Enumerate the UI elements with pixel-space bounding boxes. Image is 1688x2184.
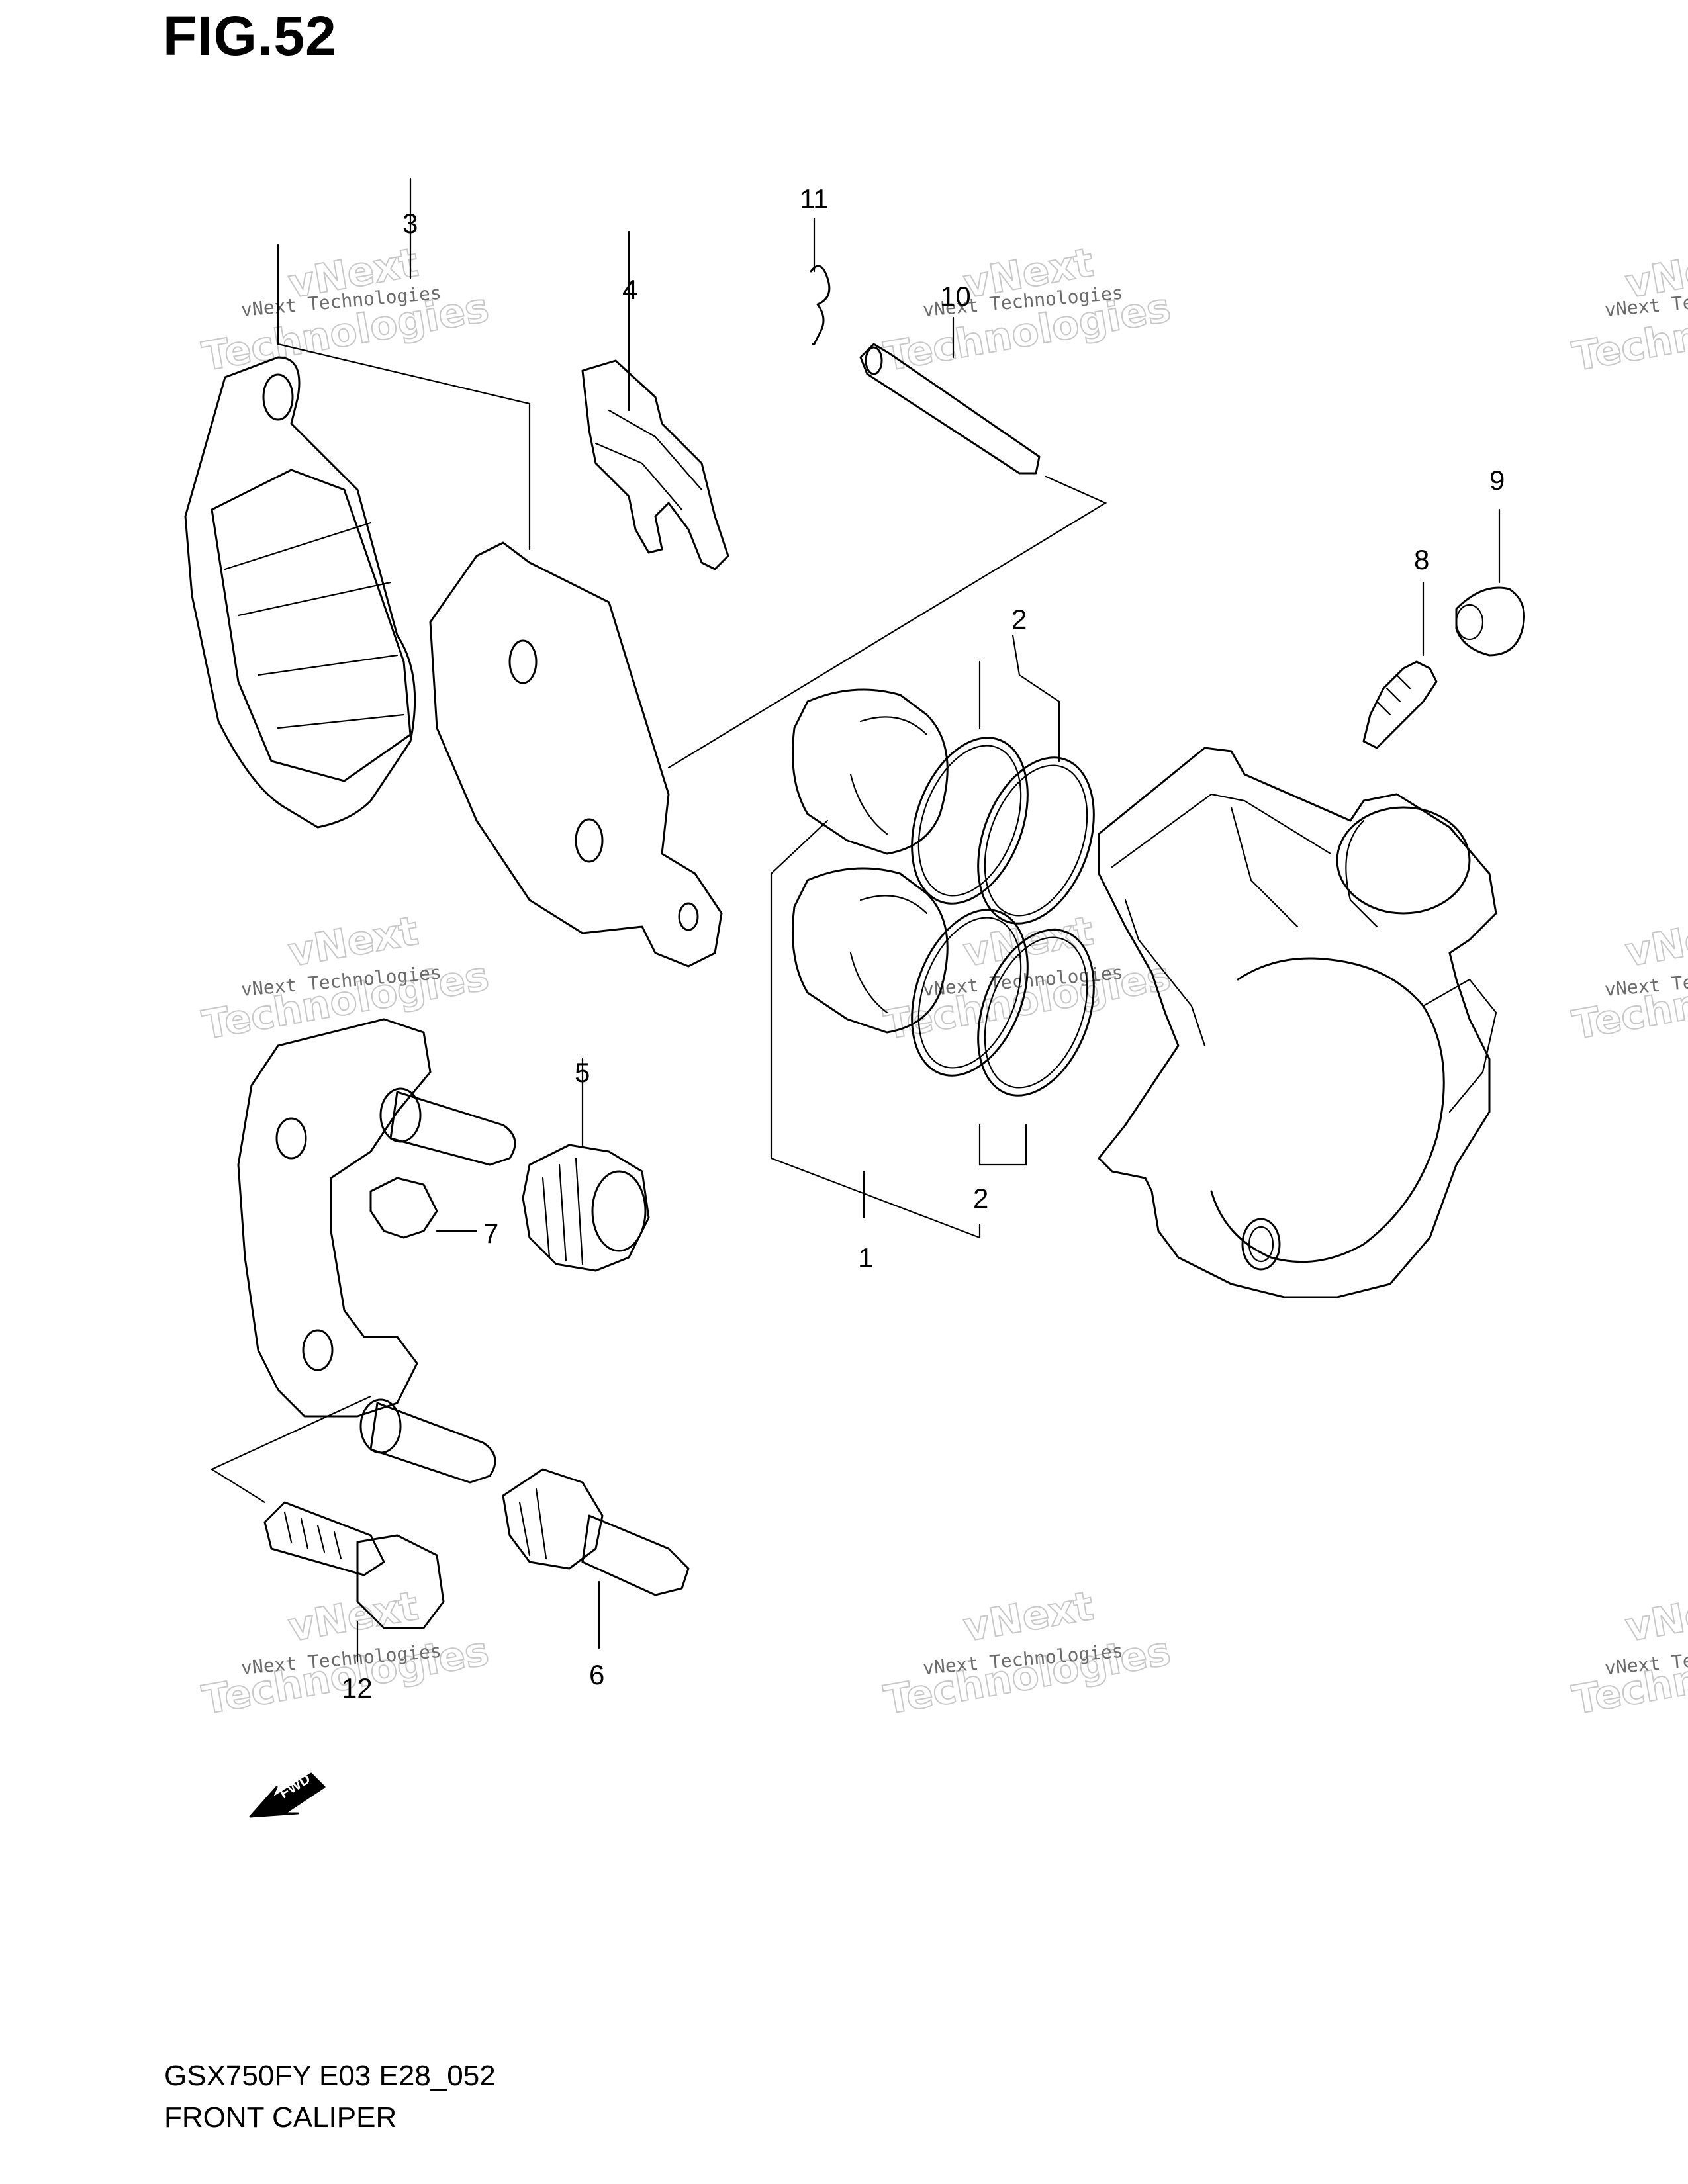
callout-4: 4 (622, 274, 637, 305)
callout-11: 11 (800, 183, 829, 214)
svg-text:vNext: vNext (1622, 908, 1688, 976)
caliper-mount-hole (1241, 1218, 1281, 1271)
callout-2-upper: 2 (1011, 604, 1027, 635)
fwd-direction-marker: FWD (249, 1770, 326, 1818)
callout-6: 6 (589, 1659, 604, 1690)
brake-pad-inner (429, 541, 723, 968)
piston-seal-lower-b (977, 929, 1095, 1097)
callout-1: 1 (858, 1242, 873, 1273)
svg-text:vNext: vNext (960, 1583, 1097, 1651)
caliper-bracket (237, 1018, 516, 1484)
brake-pad-inner-hole-bottom (575, 818, 604, 863)
part-6-slide-pin (502, 1468, 690, 1649)
part-8-bleeder-screw (1362, 581, 1438, 749)
callout-5: 5 (575, 1057, 590, 1088)
callout-2-lower: 2 (973, 1183, 988, 1214)
part-1-piston-assembly (770, 634, 1095, 1239)
part-7-retainer-clip (369, 1177, 478, 1239)
piston-seal-upper-a (911, 737, 1029, 905)
callout-12: 12 (342, 1672, 373, 1704)
footer-section-name: FRONT CALIPER (164, 2101, 397, 2134)
callout-3: 3 (402, 208, 418, 239)
watermark-bottom-center: vNext Technologies vNext Technologies (880, 1582, 1174, 1725)
part-10-pad-pin (667, 316, 1107, 769)
caliper-cylinder-outer (1336, 806, 1471, 915)
watermark-top-right: vNext Technologies vNext Technologies (1568, 239, 1688, 381)
watermark-top-center: vNext Technologies vNext Technologies (880, 239, 1174, 381)
callout-10: 10 (940, 281, 971, 312)
part-5-pin-boot (522, 1058, 650, 1272)
piston-upper (792, 688, 949, 855)
bracket-hole-top (275, 1117, 307, 1160)
part-11-pin-clip (810, 217, 831, 345)
svg-text:vNext: vNext (285, 1583, 422, 1651)
watermark-mid-right: vNext Technologies vNext Technologies (1568, 907, 1688, 1050)
brake-pad-outer (184, 356, 416, 829)
watermark-top-left: vNext Technologies vNext Technologies (198, 239, 492, 381)
callout-8: 8 (1414, 544, 1429, 575)
part-4-pad-spring (581, 230, 729, 570)
watermark-mid-left: vNext Technologies vNext Technologies (198, 907, 492, 1050)
callout-7: 7 (483, 1218, 498, 1249)
svg-text:vNext: vNext (1622, 1583, 1688, 1651)
piston-seal-upper-b (977, 756, 1095, 925)
piston-seal-lower-a (911, 909, 1029, 1077)
bracket-hole-bottom (302, 1329, 334, 1371)
caliper-bridge (1210, 957, 1445, 1263)
callout-9: 9 (1489, 465, 1505, 496)
part-3-brake-pad-set (184, 177, 723, 968)
figure-title: FIG.52 (163, 5, 337, 67)
piston-lower (792, 867, 949, 1034)
watermark-bottom-right: vNext Technologies vNext Technologies (1568, 1582, 1688, 1725)
brake-pad-inner-hole-tab (678, 902, 699, 931)
bracket-slide-pin-lower (369, 1402, 496, 1484)
brake-pad-outer-hole (262, 373, 294, 421)
svg-text:Technologies: Technologies (199, 953, 492, 1049)
caliper-body (1098, 747, 1497, 1298)
bracket-slide-pin-upper (389, 1091, 516, 1166)
brake-pad-inner-hole-top (508, 639, 538, 684)
part-12-mounting-bolt (211, 1395, 445, 1662)
footer-model-code: GSX750FY E03 E28_052 (164, 2060, 496, 2092)
part-9-bleeder-cap (1455, 508, 1525, 657)
